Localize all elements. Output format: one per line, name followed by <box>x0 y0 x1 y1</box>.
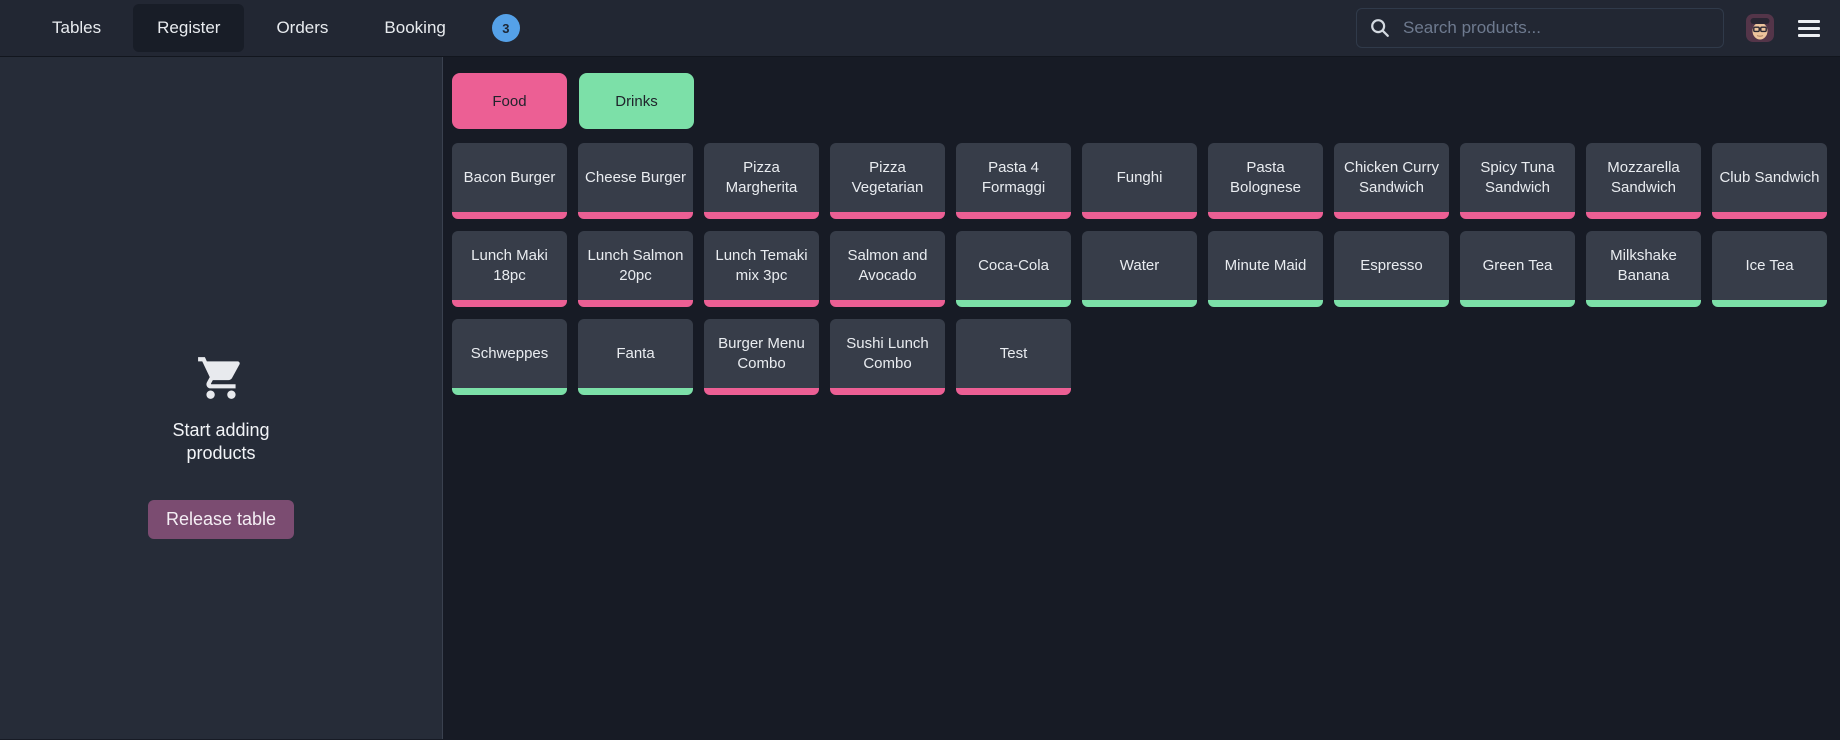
product-tile-water[interactable]: Water <box>1082 231 1197 307</box>
product-tile-label: Ice Tea <box>1745 256 1794 274</box>
booking-count-badge: 3 <box>491 14 520 42</box>
product-tile-label: Water <box>1119 256 1160 274</box>
product-tile-label: Sushi Lunch Combo <box>846 335 929 372</box>
search-box[interactable] <box>1356 8 1724 48</box>
product-tile-label: Green Tea <box>1482 256 1553 274</box>
product-tile-funghi[interactable]: Funghi <box>1082 143 1197 219</box>
product-tile-label: Club Sandwich <box>1719 168 1820 186</box>
product-tile-label: Lunch Temaki mix 3pc <box>715 247 808 284</box>
product-tile-chicken-curry-sandwich[interactable]: Chicken Curry Sandwich <box>1334 143 1449 219</box>
product-tile-minute-maid[interactable]: Minute Maid <box>1208 231 1323 307</box>
shopping-cart-icon <box>198 357 240 399</box>
product-tile-pasta-4-formaggi[interactable]: Pasta 4 Formaggi <box>956 143 1071 219</box>
product-tile-coca-cola[interactable]: Coca-Cola <box>956 231 1071 307</box>
search-icon <box>1371 19 1389 37</box>
menu-icon[interactable] <box>1796 16 1822 41</box>
release-table-button[interactable]: Release table <box>147 500 295 539</box>
product-tile-test[interactable]: Test <box>956 319 1071 395</box>
product-tile-label: Espresso <box>1360 256 1423 274</box>
search-input[interactable] <box>1403 18 1711 38</box>
product-tile-club-sandwich[interactable]: Club Sandwich <box>1712 143 1827 219</box>
top-bar: Tables Register Orders Booking 3 <box>0 0 1840 57</box>
product-tile-milkshake-banana[interactable]: Milkshake Banana <box>1586 231 1701 307</box>
product-tile-bacon-burger[interactable]: Bacon Burger <box>452 143 567 219</box>
product-tile-label: Coca-Cola <box>978 256 1049 274</box>
product-tile-pizza-margherita[interactable]: Pizza Margherita <box>704 143 819 219</box>
product-tile-label: Cheese Burger <box>585 168 686 186</box>
product-tile-lunch-maki-18pc[interactable]: Lunch Maki 18pc <box>452 231 567 307</box>
product-tile-espresso[interactable]: Espresso <box>1334 231 1449 307</box>
product-tile-green-tea[interactable]: Green Tea <box>1460 231 1575 307</box>
topbar-right <box>1356 8 1822 48</box>
product-grid: Bacon Burger Cheese Burger Pizza Margherit… <box>452 143 1831 395</box>
tab-orders[interactable]: Orders <box>252 4 352 52</box>
product-tile-ice-tea[interactable]: Ice Tea <box>1712 231 1827 307</box>
content: Start adding products Release table Food… <box>0 57 1840 739</box>
cart-panel: Start adding products Release table <box>0 57 443 739</box>
product-tile-lunch-temaki-mix-3pc[interactable]: Lunch Temaki mix 3pc <box>704 231 819 307</box>
product-tile-label: Lunch Maki 18pc <box>471 247 548 284</box>
category-food-button[interactable]: Food <box>452 73 567 129</box>
main-nav: Tables Register Orders Booking 3 <box>28 0 520 56</box>
product-tile-label: Pasta 4 Formaggi <box>981 159 1046 196</box>
product-tile-burger-menu-combo[interactable]: Burger Menu Combo <box>704 319 819 395</box>
tab-tables[interactable]: Tables <box>28 4 125 52</box>
product-tile-schweppes[interactable]: Schweppes <box>452 319 567 395</box>
product-tile-label: Pizza Vegetarian <box>851 159 924 196</box>
product-tile-label: Fanta <box>616 344 655 362</box>
category-drinks-button[interactable]: Drinks <box>579 73 694 129</box>
product-tile-label: Bacon Burger <box>463 168 556 186</box>
product-tile-label: Burger Menu Combo <box>718 335 805 372</box>
tab-booking[interactable]: Booking <box>360 4 469 52</box>
empty-cart-message: Start adding products <box>172 420 270 463</box>
product-tile-label: Salmon and Avocado <box>847 247 928 284</box>
product-tile-pasta-bolognese[interactable]: Pasta Bolognese <box>1208 143 1323 219</box>
product-tile-label: Pizza Margherita <box>725 159 798 196</box>
product-tile-label: Pasta Bolognese <box>1230 159 1301 196</box>
product-tile-sushi-lunch-combo[interactable]: Sushi Lunch Combo <box>830 319 945 395</box>
product-tile-label: Lunch Salmon 20pc <box>587 247 684 284</box>
user-avatar[interactable] <box>1746 14 1774 42</box>
product-tile-fanta[interactable]: Fanta <box>578 319 693 395</box>
product-tile-pizza-vegetarian[interactable]: Pizza Vegetarian <box>830 143 945 219</box>
product-tile-label: Spicy Tuna Sandwich <box>1480 159 1555 196</box>
product-tile-label: Test <box>999 344 1028 362</box>
product-tile-label: Schweppes <box>470 344 549 362</box>
product-tile-lunch-salmon-20pc[interactable]: Lunch Salmon 20pc <box>578 231 693 307</box>
tab-register[interactable]: Register <box>133 4 245 52</box>
product-tile-mozzarella-sandwich[interactable]: Mozzarella Sandwich <box>1586 143 1701 219</box>
product-tile-label: Minute Maid <box>1224 256 1307 274</box>
product-tile-label: Chicken Curry Sandwich <box>1343 159 1440 196</box>
product-tile-label: Milkshake Banana <box>1610 247 1677 284</box>
product-tile-label: Funghi <box>1116 168 1163 186</box>
product-tile-salmon-and-avocado[interactable]: Salmon and Avocado <box>830 231 945 307</box>
product-tile-cheese-burger[interactable]: Cheese Burger <box>578 143 693 219</box>
product-tile-spicy-tuna-sandwich[interactable]: Spicy Tuna Sandwich <box>1460 143 1575 219</box>
product-tile-label: Mozzarella Sandwich <box>1607 159 1680 196</box>
